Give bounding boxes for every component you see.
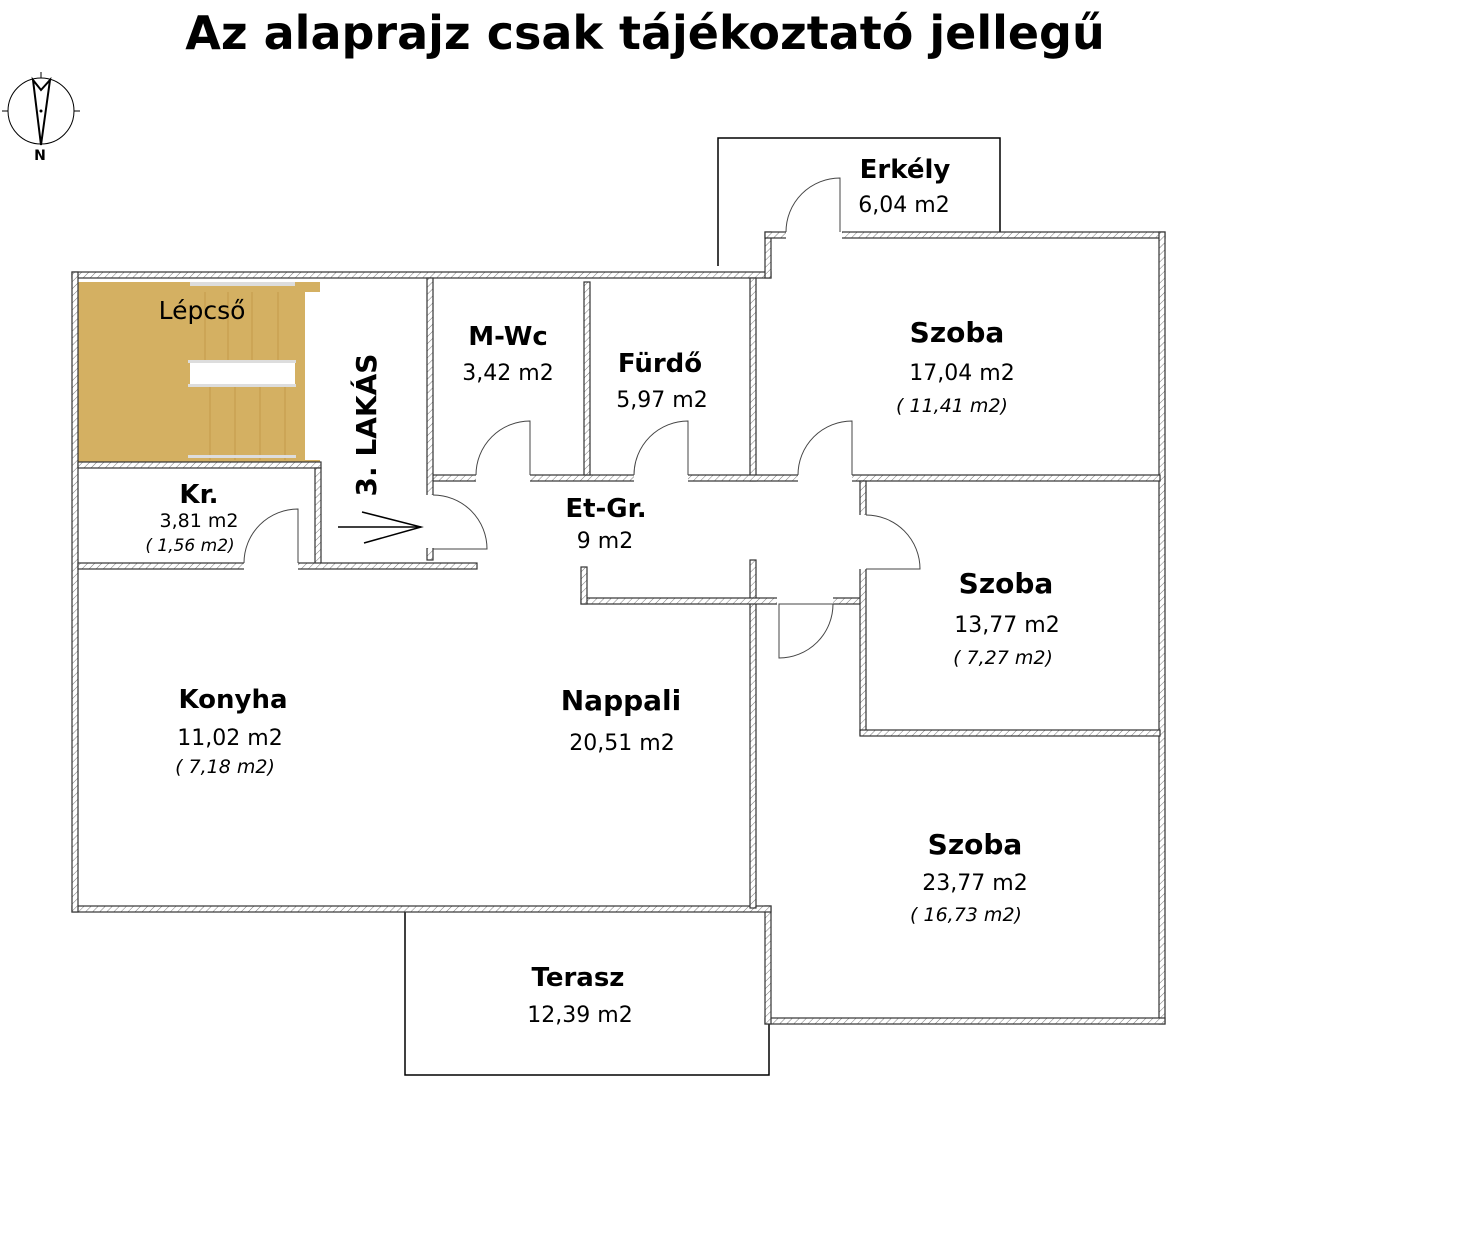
- compass-icon: N: [2, 72, 80, 164]
- compass-north-label: N: [34, 148, 46, 164]
- room-area-furdo: 5,97 m2: [616, 388, 707, 413]
- room-area-nappali: 20,51 m2: [569, 731, 674, 756]
- room-name-terasz: Terasz: [532, 963, 625, 993]
- page-title: Az alaprajz csak tájékoztató jellegű: [185, 6, 1105, 60]
- doors: [243, 177, 921, 659]
- staircase: [78, 282, 320, 464]
- room-name-erkely: Erkély: [860, 155, 951, 185]
- room-name-szoba2: Szoba: [959, 567, 1054, 600]
- room-subarea-kr: ( 1,56 m2): [145, 536, 234, 556]
- room-area-szoba3: 23,77 m2: [922, 871, 1027, 896]
- room-name-furdo: Fürdő: [618, 349, 702, 379]
- room-area-etgr: 9 m2: [577, 529, 633, 554]
- room-name-szoba1: Szoba: [910, 316, 1005, 349]
- room-area-terasz: 12,39 m2: [527, 1003, 632, 1028]
- balcony-outline: [717, 137, 1001, 266]
- room-name-lepcso: Lépcső: [159, 296, 246, 325]
- entrance-arrow-icon: [338, 511, 424, 544]
- room-area-szoba2: 13,77 m2: [954, 613, 1059, 638]
- room-name-szoba3: Szoba: [928, 828, 1023, 861]
- room-name-kr: Kr.: [179, 480, 218, 510]
- room-subarea-szoba1: ( 11,41 m2): [896, 395, 1008, 417]
- terrace-outline: [404, 912, 770, 1076]
- room-name-etgr: Et-Gr.: [565, 494, 646, 524]
- room-name-mwc: M-Wc: [468, 322, 548, 352]
- room-area-mwc: 3,42 m2: [462, 361, 553, 386]
- room-area-szoba1: 17,04 m2: [909, 361, 1014, 386]
- room-subarea-szoba2: ( 7,27 m2): [953, 647, 1053, 669]
- room-area-kr: 3,81 m2: [160, 510, 239, 532]
- room-name-nappali: Nappali: [561, 684, 682, 717]
- room-subarea-szoba3: ( 16,73 m2): [910, 904, 1022, 926]
- room-area-erkely: 6,04 m2: [858, 193, 949, 218]
- room-area-konyha: 11,02 m2: [177, 726, 282, 751]
- room-name-konyha: Konyha: [178, 685, 287, 715]
- room-subarea-konyha: ( 7,18 m2): [175, 756, 275, 778]
- apartment-label: 3. LAKÁS: [349, 354, 383, 497]
